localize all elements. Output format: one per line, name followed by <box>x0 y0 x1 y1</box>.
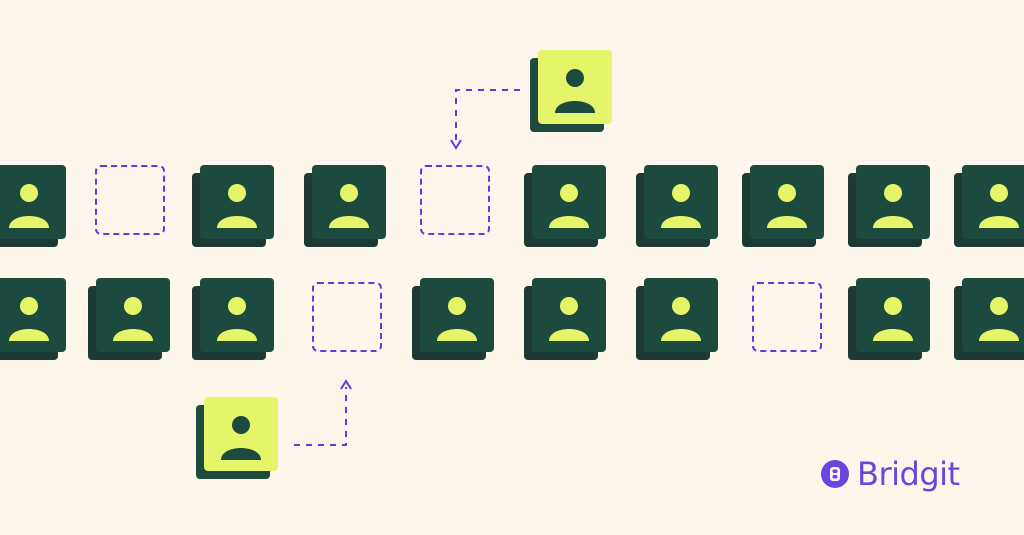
brand-logo: Bridgit <box>821 455 960 493</box>
empty-slot <box>312 282 382 352</box>
top-connector-arrow <box>450 139 462 150</box>
empty-slot <box>420 165 490 235</box>
person-icon <box>329 184 369 228</box>
person-icon <box>979 184 1019 228</box>
person-icon <box>221 416 261 460</box>
person-icon <box>437 297 477 341</box>
person-icon <box>549 297 589 341</box>
bridgit-logo-icon <box>821 460 849 488</box>
person-icon <box>113 297 153 341</box>
person-icon <box>9 184 49 228</box>
person-icon <box>979 297 1019 341</box>
bottom-connector-line <box>294 387 347 446</box>
person-icon <box>661 184 701 228</box>
person-icon <box>217 184 257 228</box>
person-icon <box>767 184 807 228</box>
brand-name: Bridgit <box>857 455 960 493</box>
empty-slot <box>95 165 165 235</box>
person-icon <box>873 297 913 341</box>
person-icon <box>9 297 49 341</box>
top-connector-line <box>455 89 520 140</box>
bottom-connector-arrow <box>340 379 352 390</box>
person-icon <box>549 184 589 228</box>
person-icon <box>217 297 257 341</box>
person-icon <box>661 297 701 341</box>
person-icon <box>873 184 913 228</box>
person-icon <box>555 69 595 113</box>
empty-slot <box>752 282 822 352</box>
